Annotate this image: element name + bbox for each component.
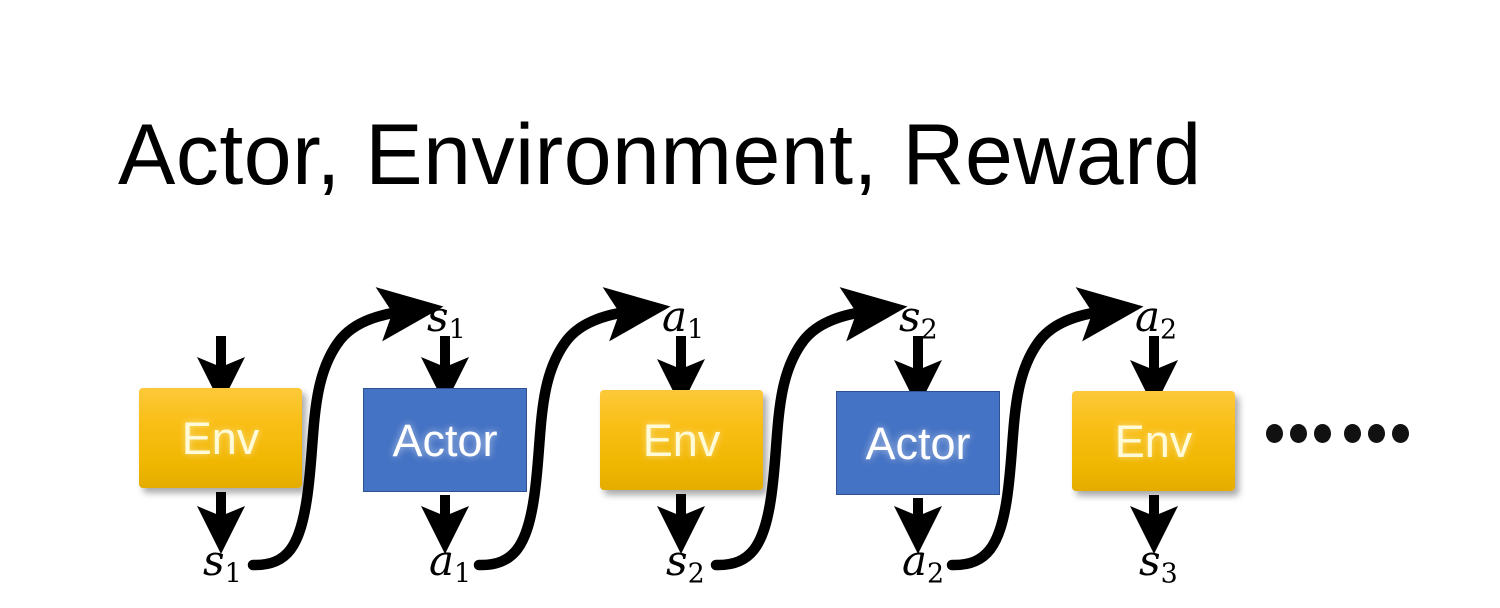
page-title: Actor, Environment, Reward <box>118 107 1202 203</box>
subscript: 2 <box>920 314 938 346</box>
label-top-a2: a2 <box>1135 296 1177 344</box>
ellipsis-dot <box>1392 424 1409 443</box>
node-label: Actor <box>865 417 971 469</box>
subscript: 1 <box>224 558 242 590</box>
label-bottom-a2: a2 <box>902 540 944 588</box>
subscript: 2 <box>687 558 705 590</box>
label-bottom-s1: s1 <box>203 540 242 588</box>
label-top-s2: s2 <box>899 296 938 344</box>
ellipsis-dot <box>1344 424 1361 443</box>
node-actor-1[interactable]: Actor <box>363 388 527 492</box>
symbol: s <box>899 292 921 341</box>
symbol: a <box>662 292 688 341</box>
node-env-1[interactable]: Env <box>139 388 302 488</box>
ellipsis-dot <box>1266 424 1283 443</box>
node-env-3[interactable]: Env <box>1072 391 1235 491</box>
symbol: a <box>429 536 455 585</box>
node-label: Env <box>1114 415 1193 467</box>
label-bottom-a1: a1 <box>429 540 471 588</box>
node-env-2[interactable]: Env <box>600 390 763 490</box>
ellipsis-dot <box>1314 424 1331 443</box>
node-actor-2[interactable]: Actor <box>836 391 1000 495</box>
subscript: 2 <box>927 558 945 590</box>
label-bottom-s2: s2 <box>666 540 705 588</box>
label-top-s1: s1 <box>427 296 466 344</box>
subscript: 1 <box>687 314 705 346</box>
node-label: Env <box>181 412 260 464</box>
symbol: s <box>1139 536 1161 585</box>
ellipsis-dot <box>1290 424 1307 443</box>
subscript: 2 <box>1160 314 1178 346</box>
ellipsis-indicator <box>1266 424 1409 443</box>
symbol: a <box>1135 292 1161 341</box>
subscript: 1 <box>454 558 472 590</box>
symbol: s <box>203 536 225 585</box>
symbol: a <box>902 536 928 585</box>
subscript: 3 <box>1160 558 1178 590</box>
symbol: s <box>427 292 449 341</box>
ellipsis-dot <box>1368 424 1385 443</box>
subscript: 1 <box>448 314 466 346</box>
node-label: Env <box>642 414 721 466</box>
label-bottom-s3: s3 <box>1139 540 1178 588</box>
node-label: Actor <box>392 414 498 466</box>
label-top-a1: a1 <box>662 296 704 344</box>
symbol: s <box>666 536 688 585</box>
